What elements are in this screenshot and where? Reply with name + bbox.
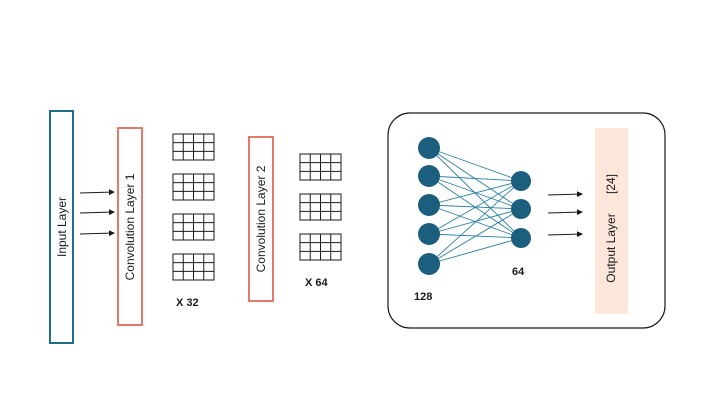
feature-map-grid xyxy=(172,173,215,201)
feature-map-grid xyxy=(299,233,342,261)
connection-edge xyxy=(428,180,522,265)
feature-map-grid xyxy=(172,133,215,161)
hidden-layer-128-nodes xyxy=(418,137,440,275)
conv-layer-1-box xyxy=(117,127,143,326)
hidden-layer-128-count: 128 xyxy=(414,291,432,303)
input-arrows xyxy=(79,189,115,237)
neuron-node xyxy=(418,137,440,159)
feature-map-grid xyxy=(299,153,342,181)
conv-2-multiplier: X 64 xyxy=(305,277,329,289)
conv-layer-2-box xyxy=(248,136,274,302)
connection-edge xyxy=(428,180,522,206)
connection-edge xyxy=(428,175,522,210)
connection-edge xyxy=(428,208,522,235)
neuron-node xyxy=(511,199,531,219)
feature-map-grid xyxy=(172,253,215,281)
feature-map-grid xyxy=(299,193,342,221)
input-layer-box xyxy=(49,110,74,344)
connection-edge xyxy=(428,180,522,235)
conv-1-multiplier: X 32 xyxy=(176,297,199,309)
feature-map-grid xyxy=(172,213,215,241)
conv-layer-1-label: Convolution Layer 1 xyxy=(123,173,137,280)
dense-connections xyxy=(428,147,522,265)
hidden-layer-64-nodes xyxy=(511,171,531,248)
neuron-node xyxy=(511,228,531,248)
output-layer-size: [24] xyxy=(604,174,618,194)
hidden-layer-64-count: 64 xyxy=(512,266,525,278)
connection-edge xyxy=(428,175,522,182)
dense-block-container xyxy=(387,112,666,329)
neuron-node xyxy=(418,165,440,187)
output-arrows xyxy=(547,191,583,238)
neuron-node xyxy=(418,194,440,216)
connection-edge xyxy=(428,208,522,265)
neuron-node xyxy=(511,171,531,191)
conv-2-feature-maps xyxy=(299,153,342,261)
connection-edge xyxy=(428,147,522,182)
output-layer-box xyxy=(595,128,628,314)
connection-edge xyxy=(428,237,522,265)
conv-1-feature-maps xyxy=(172,133,215,281)
output-layer-label: Output Layer xyxy=(604,213,618,282)
neuron-node xyxy=(418,223,440,245)
conv-layer-2-label: Convolution Layer 2 xyxy=(254,165,268,272)
input-layer-label: Input Layer xyxy=(55,197,69,257)
neuron-node xyxy=(418,253,440,275)
